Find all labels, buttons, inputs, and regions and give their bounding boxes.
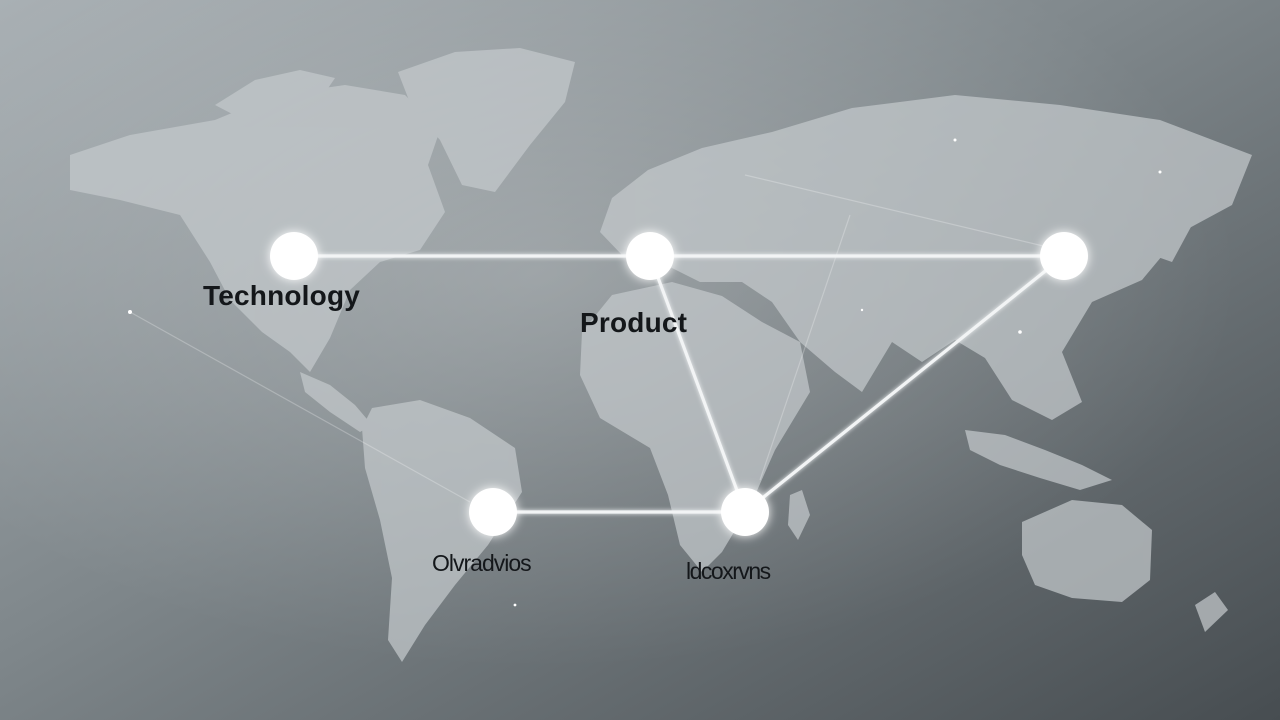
edge-asia-af: [743, 254, 1066, 514]
nodes-layer: [270, 232, 1088, 536]
faint-connection-streaks: [129, 174, 1061, 503]
south-america-landmass: [362, 400, 522, 662]
greenland-landmass: [398, 48, 575, 192]
southeast-asia-islands: [965, 430, 1112, 490]
new-zealand-landmass: [1195, 592, 1228, 632]
edges-layer: [292, 254, 1066, 514]
node-asia: [1040, 232, 1088, 280]
australia-landmass: [1022, 500, 1152, 602]
edge-eu-af: [648, 254, 747, 514]
madagascar-landmass: [788, 490, 810, 540]
node-label-product: Product: [580, 307, 688, 338]
node-na: [270, 232, 318, 280]
canadian-islands: [215, 70, 335, 118]
node-sa: [469, 488, 517, 536]
north-america-landmass: [70, 85, 445, 372]
node-label-africa: ldcoxrvns: [686, 558, 771, 584]
sparkle-dots: [128, 138, 1162, 607]
node-af: [721, 488, 769, 536]
node-eu: [626, 232, 674, 280]
central-america-landmass: [300, 372, 372, 432]
japan-landmass: [1152, 195, 1192, 262]
node-label-technology: Technology: [203, 280, 361, 311]
node-label-south-america: Olvradvios: [432, 550, 532, 576]
